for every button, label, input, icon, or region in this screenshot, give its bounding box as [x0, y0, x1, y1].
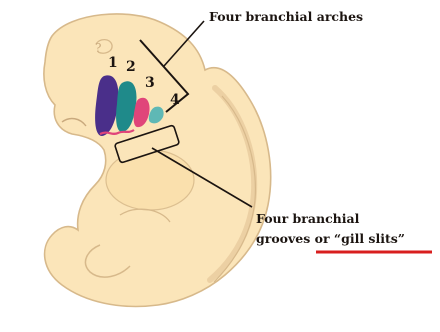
arch-number-1: 1 [108, 56, 118, 70]
grooves-prefix: grooves or [256, 231, 334, 246]
grooves-label-line2: grooves or “gill slits” [256, 233, 405, 246]
head-marker: ? [95, 41, 101, 55]
arch-number-4: 4 [170, 93, 180, 107]
arch-number-2: 2 [126, 60, 136, 74]
gill-slits-text: “gill slits” [334, 231, 405, 246]
grooves-label-line1: Four branchial [256, 213, 359, 226]
arches-label: Four branchial arches [209, 11, 363, 24]
arch-number-3: 3 [145, 76, 155, 90]
